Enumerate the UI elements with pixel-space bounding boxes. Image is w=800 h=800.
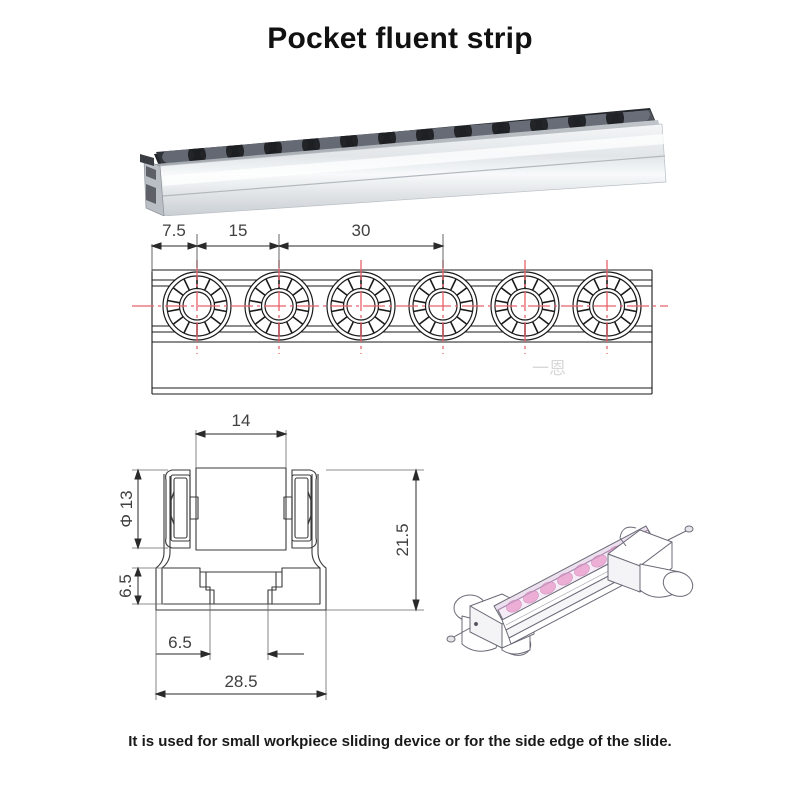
section-dimline-6-5-bottom — [156, 650, 304, 658]
photo-front-groove — [162, 155, 666, 197]
plan-dim-15: 15 — [229, 222, 248, 240]
iso-right-screw — [667, 525, 694, 541]
section-dim-14: 14 — [232, 412, 251, 430]
iso-right-post — [619, 526, 694, 598]
section-view: 14 Φ 13 6.5 — [118, 412, 448, 707]
plan-extension-lines — [151, 234, 444, 272]
section-dim-21-5: 21.5 — [393, 523, 412, 556]
photo-front-highlight — [162, 134, 665, 186]
plan-view: 7.5 15 30 一恩 — [132, 222, 668, 402]
iso-illustration — [440, 498, 695, 683]
photo-end-slot-bottom — [146, 184, 156, 204]
plan-dim-30: 30 — [352, 222, 371, 240]
plan-centerlines — [132, 260, 668, 354]
section-profile — [155, 467, 327, 611]
iso-geometry — [446, 525, 694, 656]
page-title: Pocket fluent strip — [267, 22, 533, 55]
watermark-text: 一恩 — [532, 359, 566, 379]
plan-rail-outline — [151, 269, 653, 395]
section-dim-6-5-bottom: 6.5 — [168, 633, 192, 652]
plan-dimension-lines — [150, 242, 445, 250]
section-dim-28-5: 28.5 — [224, 672, 257, 691]
section-roller-body — [195, 467, 287, 551]
photo-end-slot-top — [146, 166, 156, 180]
section-ext-14 — [195, 430, 287, 468]
page-caption: It is used for small workpiece sliding d… — [128, 733, 672, 750]
iso-left-screw — [446, 621, 479, 643]
section-dimline-21-5 — [412, 468, 420, 612]
section-dimline-phi13 — [134, 468, 142, 550]
section-right-bearing — [283, 469, 317, 549]
section-dimline-14 — [194, 430, 288, 438]
section-dim-phi13: Φ 13 — [118, 490, 136, 527]
section-ext-28-5 — [155, 610, 327, 700]
section-dimline-28-5 — [154, 690, 328, 698]
section-dimline-6-5-left — [134, 566, 142, 606]
product-photo — [138, 104, 668, 216]
section-ext-21-5 — [326, 469, 424, 611]
photo-end-roller-shadow — [140, 154, 154, 166]
section-ext-6-5-bottom — [209, 604, 269, 660]
plan-dim-7-5: 7.5 — [162, 222, 186, 240]
section-ext-phi13 — [132, 469, 168, 549]
section-left-bearing — [165, 469, 199, 549]
section-dim-6-5-left: 6.5 — [118, 574, 135, 598]
section-ext-6-5-left — [132, 567, 164, 605]
